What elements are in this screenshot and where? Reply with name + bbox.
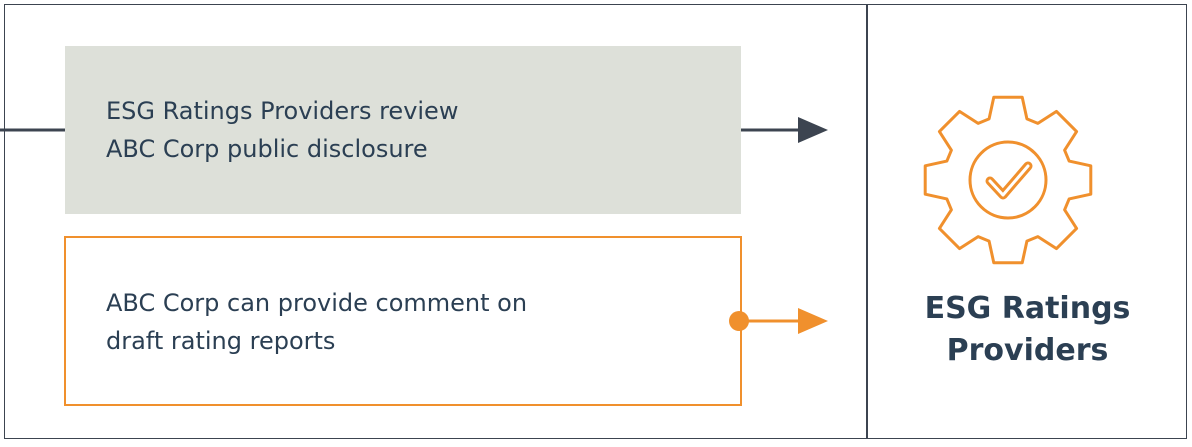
review-disclosure-line2: ABC Corp public disclosure <box>106 135 428 163</box>
ratings-providers-line2: Providers <box>946 333 1109 368</box>
review-disclosure-box <box>65 46 741 214</box>
comment-draft-line2: draft rating reports <box>106 327 336 355</box>
comment-draft-line1: ABC Corp can provide comment on <box>106 289 528 317</box>
diagram-frame <box>4 4 1187 439</box>
review-disclosure-text: ESG Ratings Providers review ABC Corp pu… <box>106 92 458 168</box>
review-arrowhead <box>798 117 828 143</box>
comment-arrowhead <box>798 308 828 334</box>
gear-check-icon <box>923 95 1093 265</box>
ratings-providers-title: ESG Ratings Providers <box>868 288 1187 372</box>
column-divider <box>866 4 868 439</box>
comment-draft-box <box>64 236 742 406</box>
comment-draft-text: ABC Corp can provide comment on draft ra… <box>106 284 527 360</box>
review-disclosure-line1: ESG Ratings Providers review <box>106 97 459 125</box>
ratings-providers-line1: ESG Ratings <box>924 291 1131 326</box>
